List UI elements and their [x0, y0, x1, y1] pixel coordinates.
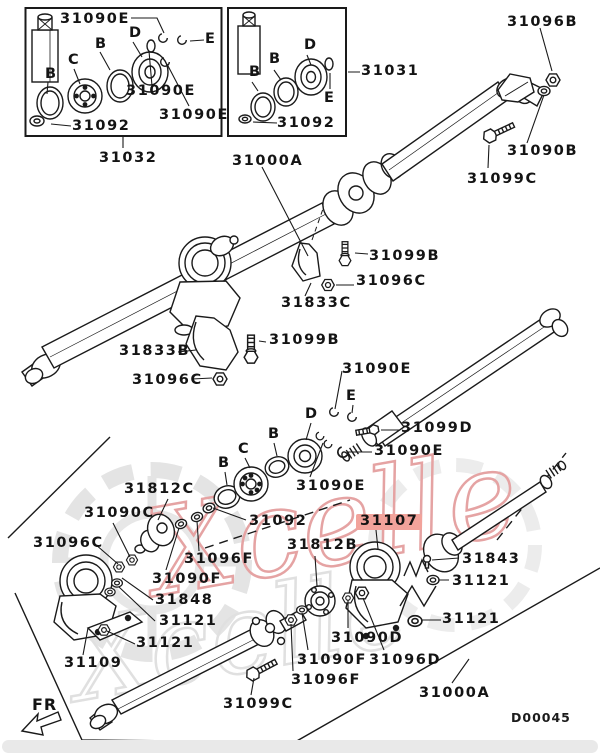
part-label-31833c: 31833C — [281, 295, 352, 311]
center-bearing-31107 — [345, 541, 437, 640]
fr-arrow-icon — [20, 711, 62, 736]
cv-joint-rear — [403, 460, 567, 578]
bolt-31099d — [354, 423, 380, 437]
bolt-31099c-lower — [246, 658, 279, 682]
grease-pack-icon-2 — [237, 11, 261, 75]
part-label-31096c: 31096C — [33, 535, 104, 551]
diagram-code: D00045 — [511, 710, 571, 725]
part-label-31090d: 31090D — [331, 630, 404, 646]
part-label-31096f: 31096F — [291, 672, 361, 688]
fr-indicator: FR — [32, 695, 58, 714]
hub-31812c — [134, 513, 176, 554]
part-label-31032: 31032 — [99, 150, 158, 166]
part-label-31090e: 31090E — [296, 478, 366, 494]
part-label-b: B — [268, 426, 281, 442]
part-label-31099c: 31099C — [467, 171, 538, 187]
part-label-31090e: 31090E — [60, 11, 130, 27]
part-label-e: E — [346, 388, 358, 404]
part-label-31833b: 31833B — [119, 343, 191, 359]
part-label-31812b: 31812B — [287, 537, 359, 553]
part-label-31121: 31121 — [159, 613, 218, 629]
center-bearing-upper — [169, 235, 241, 336]
part-label-31090e: 31090E — [126, 83, 196, 99]
part-label-31090f: 31090F — [297, 652, 367, 668]
part-label-b: B — [218, 455, 231, 471]
part-label-31090f: 31090F — [152, 571, 222, 587]
bracket-31833b — [185, 315, 239, 371]
part-label-31096c: 31096C — [356, 273, 427, 289]
part-label-31090b: 31090B — [507, 143, 579, 159]
part-label-31099b: 31099B — [269, 332, 341, 348]
part-label-d: D — [129, 25, 143, 41]
part-label-31092: 31092 — [249, 513, 308, 529]
part-label-c: C — [68, 52, 81, 68]
part-label-c: C — [238, 441, 251, 457]
middle-stub-shaft — [329, 308, 569, 462]
part-label-31099d: 31099D — [401, 420, 474, 436]
grease-pack-icon — [31, 13, 59, 83]
part-label-d: D — [304, 37, 318, 53]
lower-propeller-shaft — [89, 460, 567, 731]
part-label-31092: 31092 — [72, 118, 131, 134]
part-label-31121: 31121 — [136, 635, 195, 651]
flange-d — [287, 438, 323, 474]
scrollbar-track[interactable] — [2, 740, 598, 753]
bearing-c — [233, 466, 269, 502]
part-label-b: B — [45, 66, 58, 82]
inset-box-1 — [24, 7, 223, 137]
part-label-31848: 31848 — [155, 592, 214, 608]
exploded-joint-cluster — [53, 431, 333, 641]
bolt-31099c-upper — [482, 121, 516, 144]
part-label-31092: 31092 — [277, 115, 336, 131]
part-label-31096d: 31096D — [369, 652, 442, 668]
part-label-31109: 31109 — [64, 655, 123, 671]
part-label-31096b: 31096B — [507, 14, 579, 30]
bracket-31833c — [291, 205, 325, 282]
upper-propeller-shaft — [21, 73, 561, 387]
inset-box-2 — [227, 7, 347, 137]
part-label-31031: 31031 — [361, 63, 420, 79]
part-label-e: E — [324, 90, 336, 106]
part-label-31090e: 31090E — [374, 443, 444, 459]
part-label-b: B — [249, 64, 262, 80]
part-label-31107: 31107 — [356, 513, 423, 530]
part-label-31000a: 31000A — [232, 153, 304, 169]
part-label-d: D — [305, 406, 319, 422]
leader-lines — [46, 17, 553, 696]
part-label-31812c: 31812C — [124, 481, 195, 497]
part-label-31099c: 31099C — [223, 696, 294, 712]
part-label-b: B — [269, 51, 282, 67]
part-label-31843: 31843 — [462, 551, 521, 567]
part-label-31121: 31121 — [452, 573, 511, 589]
part-label-31000a: 31000A — [419, 685, 491, 701]
part-label-b: B — [95, 36, 108, 52]
part-label-31121: 31121 — [442, 611, 501, 627]
flange-31812b — [304, 585, 336, 617]
part-label-e: E — [205, 31, 217, 47]
part-label-31096f: 31096F — [184, 551, 254, 567]
part-label-31090e: 31090E — [159, 107, 229, 123]
screw-31843 — [422, 554, 432, 569]
part-label-31090c: 31090C — [84, 505, 155, 521]
part-label-31099b: 31099B — [369, 248, 441, 264]
part-label-31090e: 31090E — [342, 361, 412, 377]
part-label-31096c: 31096C — [132, 372, 203, 388]
